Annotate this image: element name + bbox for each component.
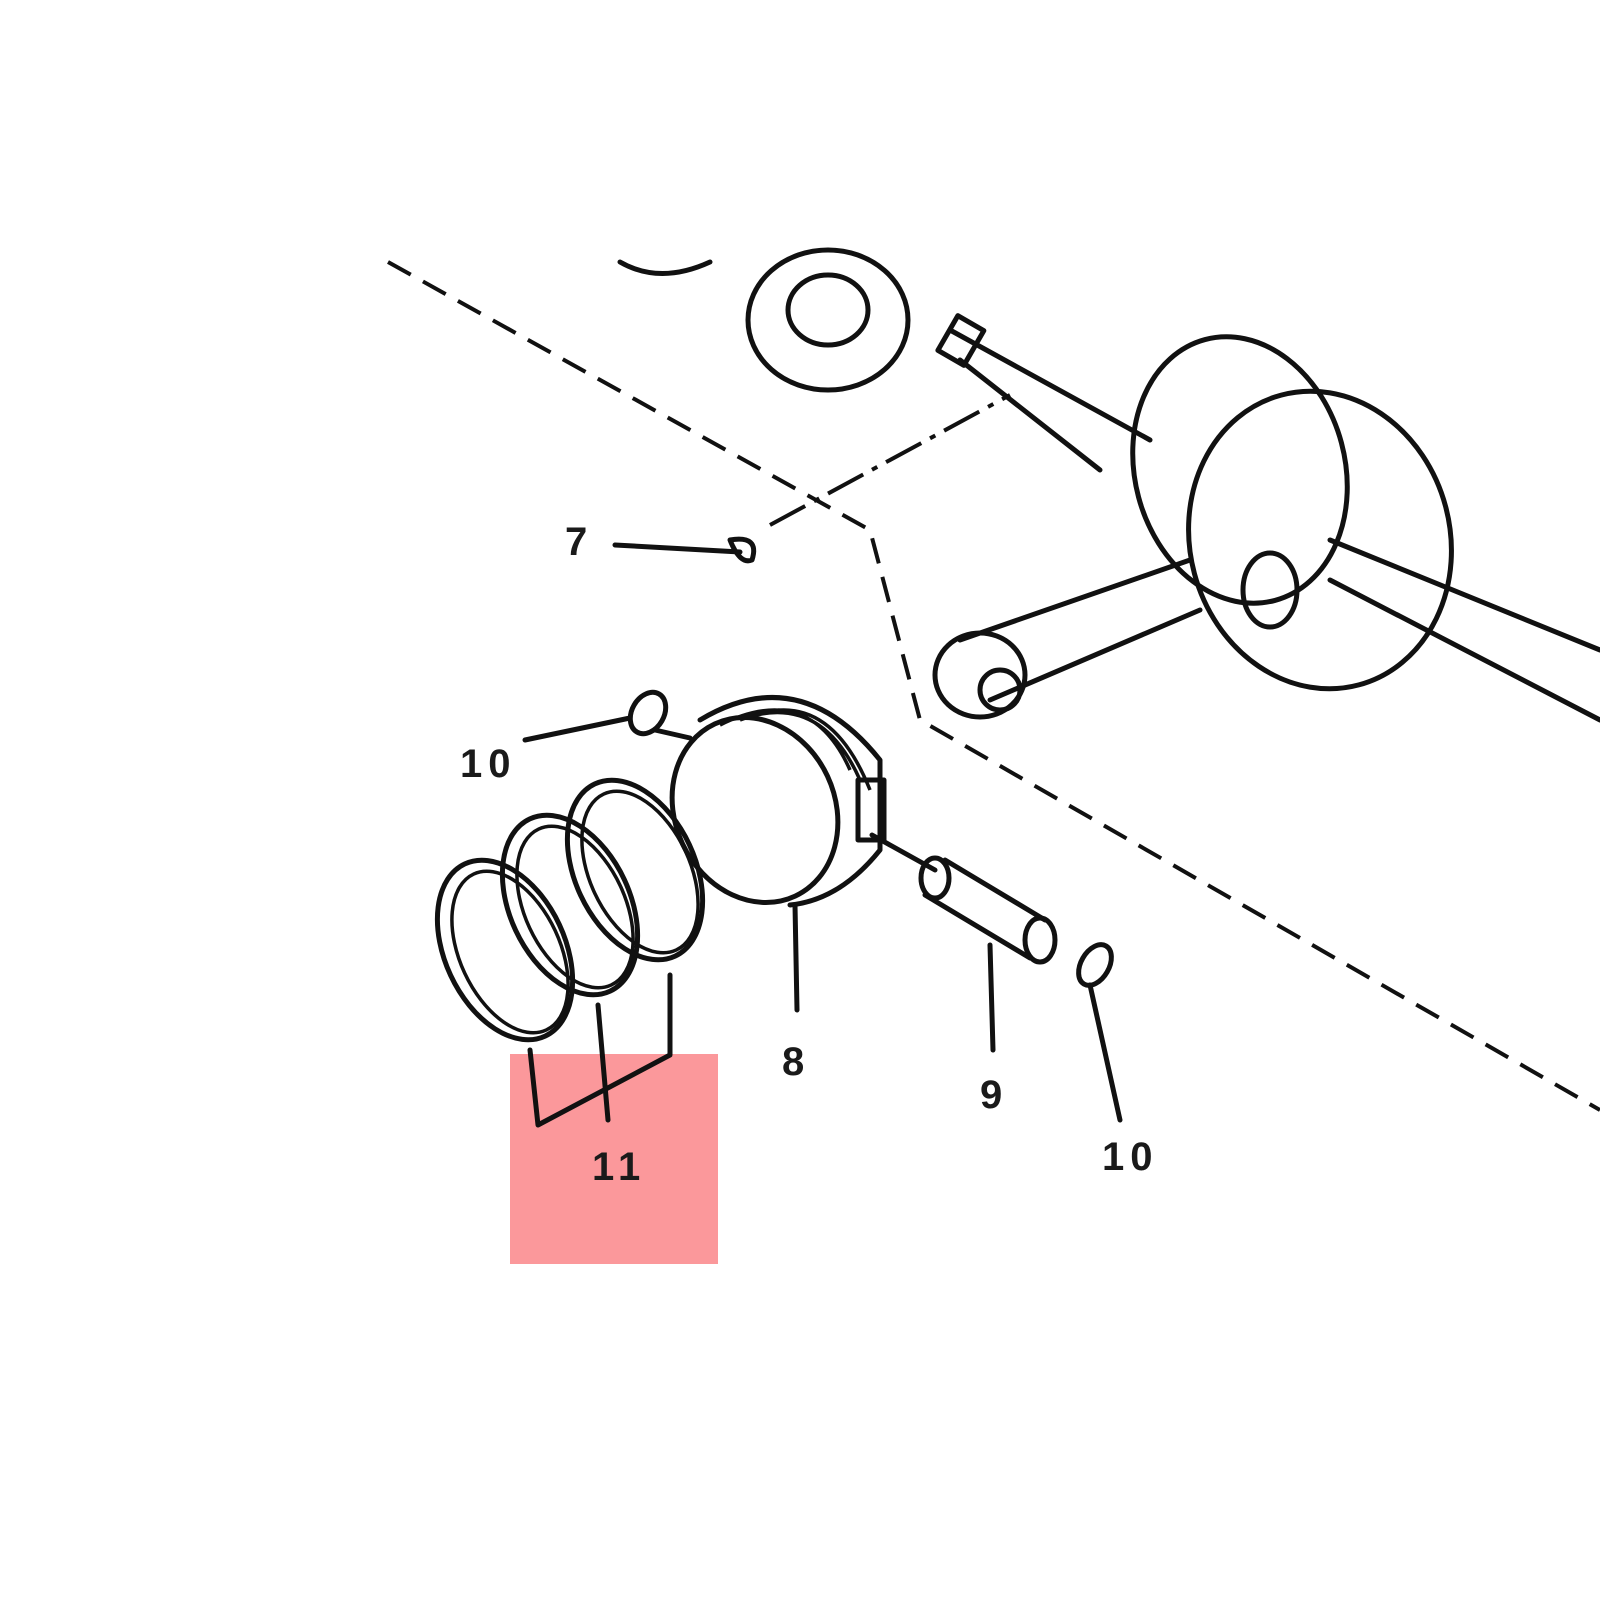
label-crank-key: 7 (565, 520, 594, 564)
label-piston-pin: 9 (980, 1073, 1009, 1117)
crankshaft (617, 247, 1600, 723)
piston-rings (434, 777, 706, 1043)
label-piston: 8 (782, 1040, 811, 1084)
piston (669, 695, 887, 908)
cylinder-outline-dashed (387, 260, 1600, 1112)
label-piston-rings: 11 (592, 1145, 647, 1189)
piston-pin-clips (627, 689, 1114, 988)
piston-pin (918, 855, 1058, 965)
label-clip-right: 10 (1102, 1135, 1159, 1179)
highlight-box (510, 1054, 718, 1264)
crank-key (727, 536, 757, 564)
label-clip-left: 10 (460, 742, 517, 786)
